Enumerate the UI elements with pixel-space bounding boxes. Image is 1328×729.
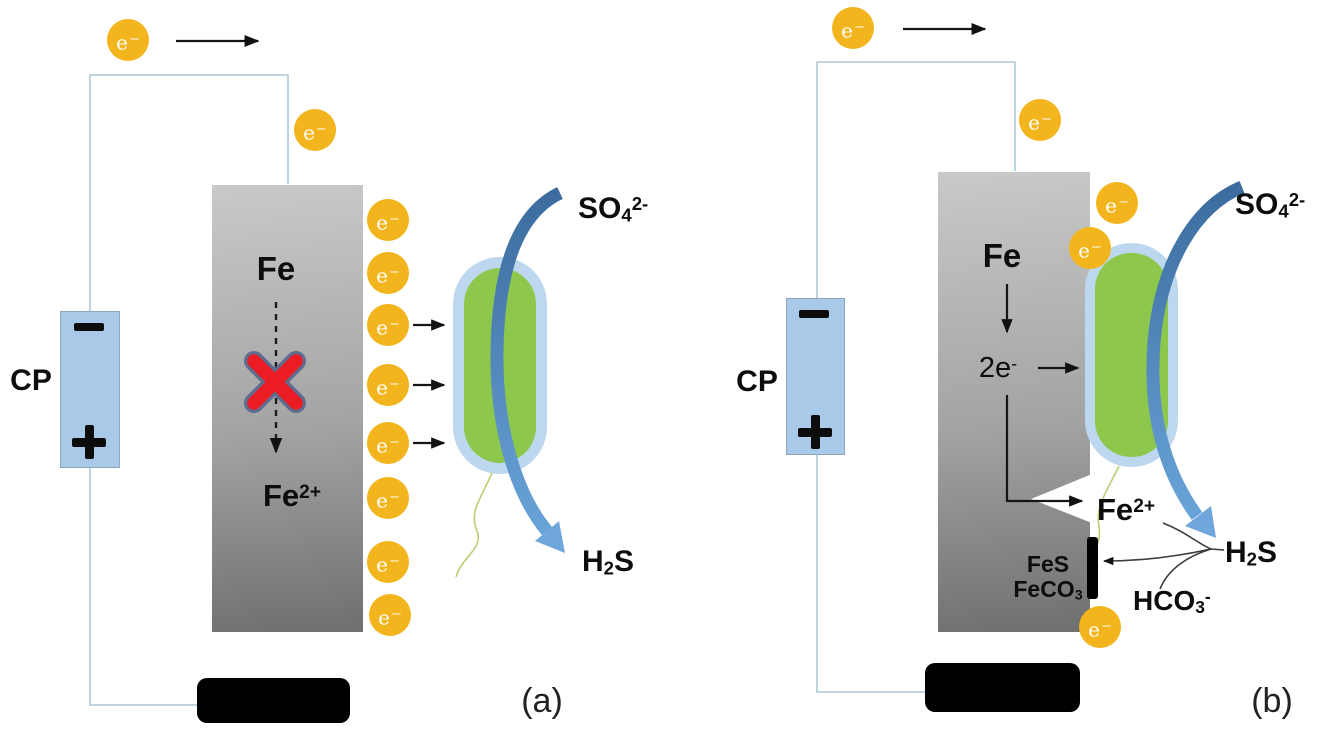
panel-b-caption: (b) <box>1251 682 1293 720</box>
electron-icon: e− <box>107 19 149 61</box>
panel-a-cp-label: CP <box>10 364 52 397</box>
panel-a-cp-wire-top <box>89 74 289 311</box>
electron-icon: e− <box>1069 227 1111 269</box>
panel-a-sulfate-reduction-arrow <box>490 187 564 536</box>
panel-b-2e-label: 2e- <box>978 352 1018 384</box>
panel-a-cp-wire-bottom <box>89 468 197 706</box>
panel-b-sulfate-reduction-arrow <box>1146 180 1245 520</box>
panel-b-sulfate-label: SO42- <box>1235 188 1306 222</box>
panel-b-metal-notch <box>1031 474 1092 523</box>
electron-icon: e− <box>832 7 874 49</box>
panel-a-fe-label: Fe <box>256 250 296 287</box>
electron-icon: e− <box>367 422 409 464</box>
electron-icon: e− <box>367 541 409 583</box>
panel-b-bicarbonate-label: HCO3- <box>1133 585 1211 618</box>
battery-negative-terminal <box>74 323 104 331</box>
panel-b-cp-wire-top <box>816 61 1016 298</box>
panel-b-deposit-labels: FeS FeCO3 <box>1013 552 1082 604</box>
panel-a-anode-electrode <box>197 678 350 723</box>
electron-icon: e− <box>367 252 409 294</box>
electron-icon: e− <box>294 109 336 151</box>
panel-a-flagellum-icon <box>455 472 493 578</box>
panel-b-steel-bar <box>938 172 1090 632</box>
electron-icon: e− <box>367 199 409 241</box>
panel-b-2e-to-fe2-arrow <box>1005 395 1084 507</box>
panel-b-fe2-label: Fe2+ <box>1097 492 1156 527</box>
battery-positive-terminal <box>72 425 106 459</box>
electron-icon: e− <box>1096 182 1138 224</box>
panel-b-h2s-label: H2S <box>1225 536 1278 570</box>
panel-b-fe-label: Fe <box>982 237 1022 274</box>
battery-negative-terminal <box>799 310 829 318</box>
electron-icon: e− <box>367 304 409 346</box>
panel-b-sulfate-reduction-arrowhead <box>1185 506 1216 538</box>
blocked-x-icon <box>247 354 303 410</box>
hco3-to-h2s-connector <box>1159 548 1212 590</box>
electron-icon: e− <box>367 477 409 519</box>
feco3-label: FeCO3 <box>1013 575 1083 604</box>
fes-label: FeS <box>1026 551 1070 577</box>
battery-positive-terminal <box>798 415 832 449</box>
h2s-connector-stub <box>1210 548 1225 551</box>
electron-icon: e− <box>369 594 411 636</box>
panel-b-cp-label: CP <box>736 365 778 398</box>
h2s-to-deposit-arrow <box>1102 548 1212 566</box>
panel-a-h2s-label: H2S <box>582 545 635 579</box>
corrosion-product-layer <box>1087 537 1098 599</box>
panel-a-sulfate-label: SO42- <box>578 192 649 226</box>
panel-b-cp-battery <box>786 298 845 455</box>
fe2-to-h2s-connector <box>1162 522 1212 550</box>
panel-a-caption: (a) <box>521 682 563 720</box>
panel-a-sulfate-reduction-arrowhead <box>535 521 565 553</box>
electron-icon: e− <box>1019 99 1061 141</box>
electron-icon: e− <box>367 364 409 406</box>
panel-b-cp-wire-bottom <box>816 455 925 693</box>
electron-icon: e− <box>1079 606 1121 648</box>
panel-a-fe2-label: Fe2+ <box>262 478 322 513</box>
panel-b-anode-electrode <box>925 663 1080 712</box>
